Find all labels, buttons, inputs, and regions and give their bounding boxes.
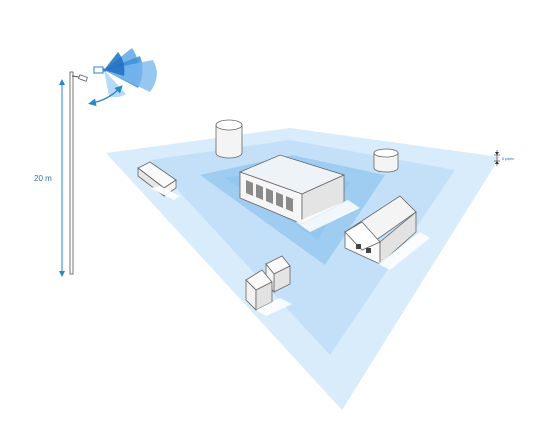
curved-arrow-icon xyxy=(88,85,123,107)
height-label: 20 m xyxy=(34,174,52,183)
pixels-label: 8 pixels xyxy=(502,157,514,161)
camera-icon xyxy=(93,66,106,74)
camera-fov xyxy=(104,48,157,98)
lower-camera-icon xyxy=(78,74,88,82)
shed-left xyxy=(137,161,180,200)
main-warehouse xyxy=(238,154,360,232)
storage-tank-left xyxy=(215,119,243,159)
pixel-indicator xyxy=(494,150,500,166)
long-building xyxy=(344,195,430,270)
storage-tank-right xyxy=(373,148,399,173)
camera-pole xyxy=(69,71,74,275)
small-buildings xyxy=(245,255,292,316)
